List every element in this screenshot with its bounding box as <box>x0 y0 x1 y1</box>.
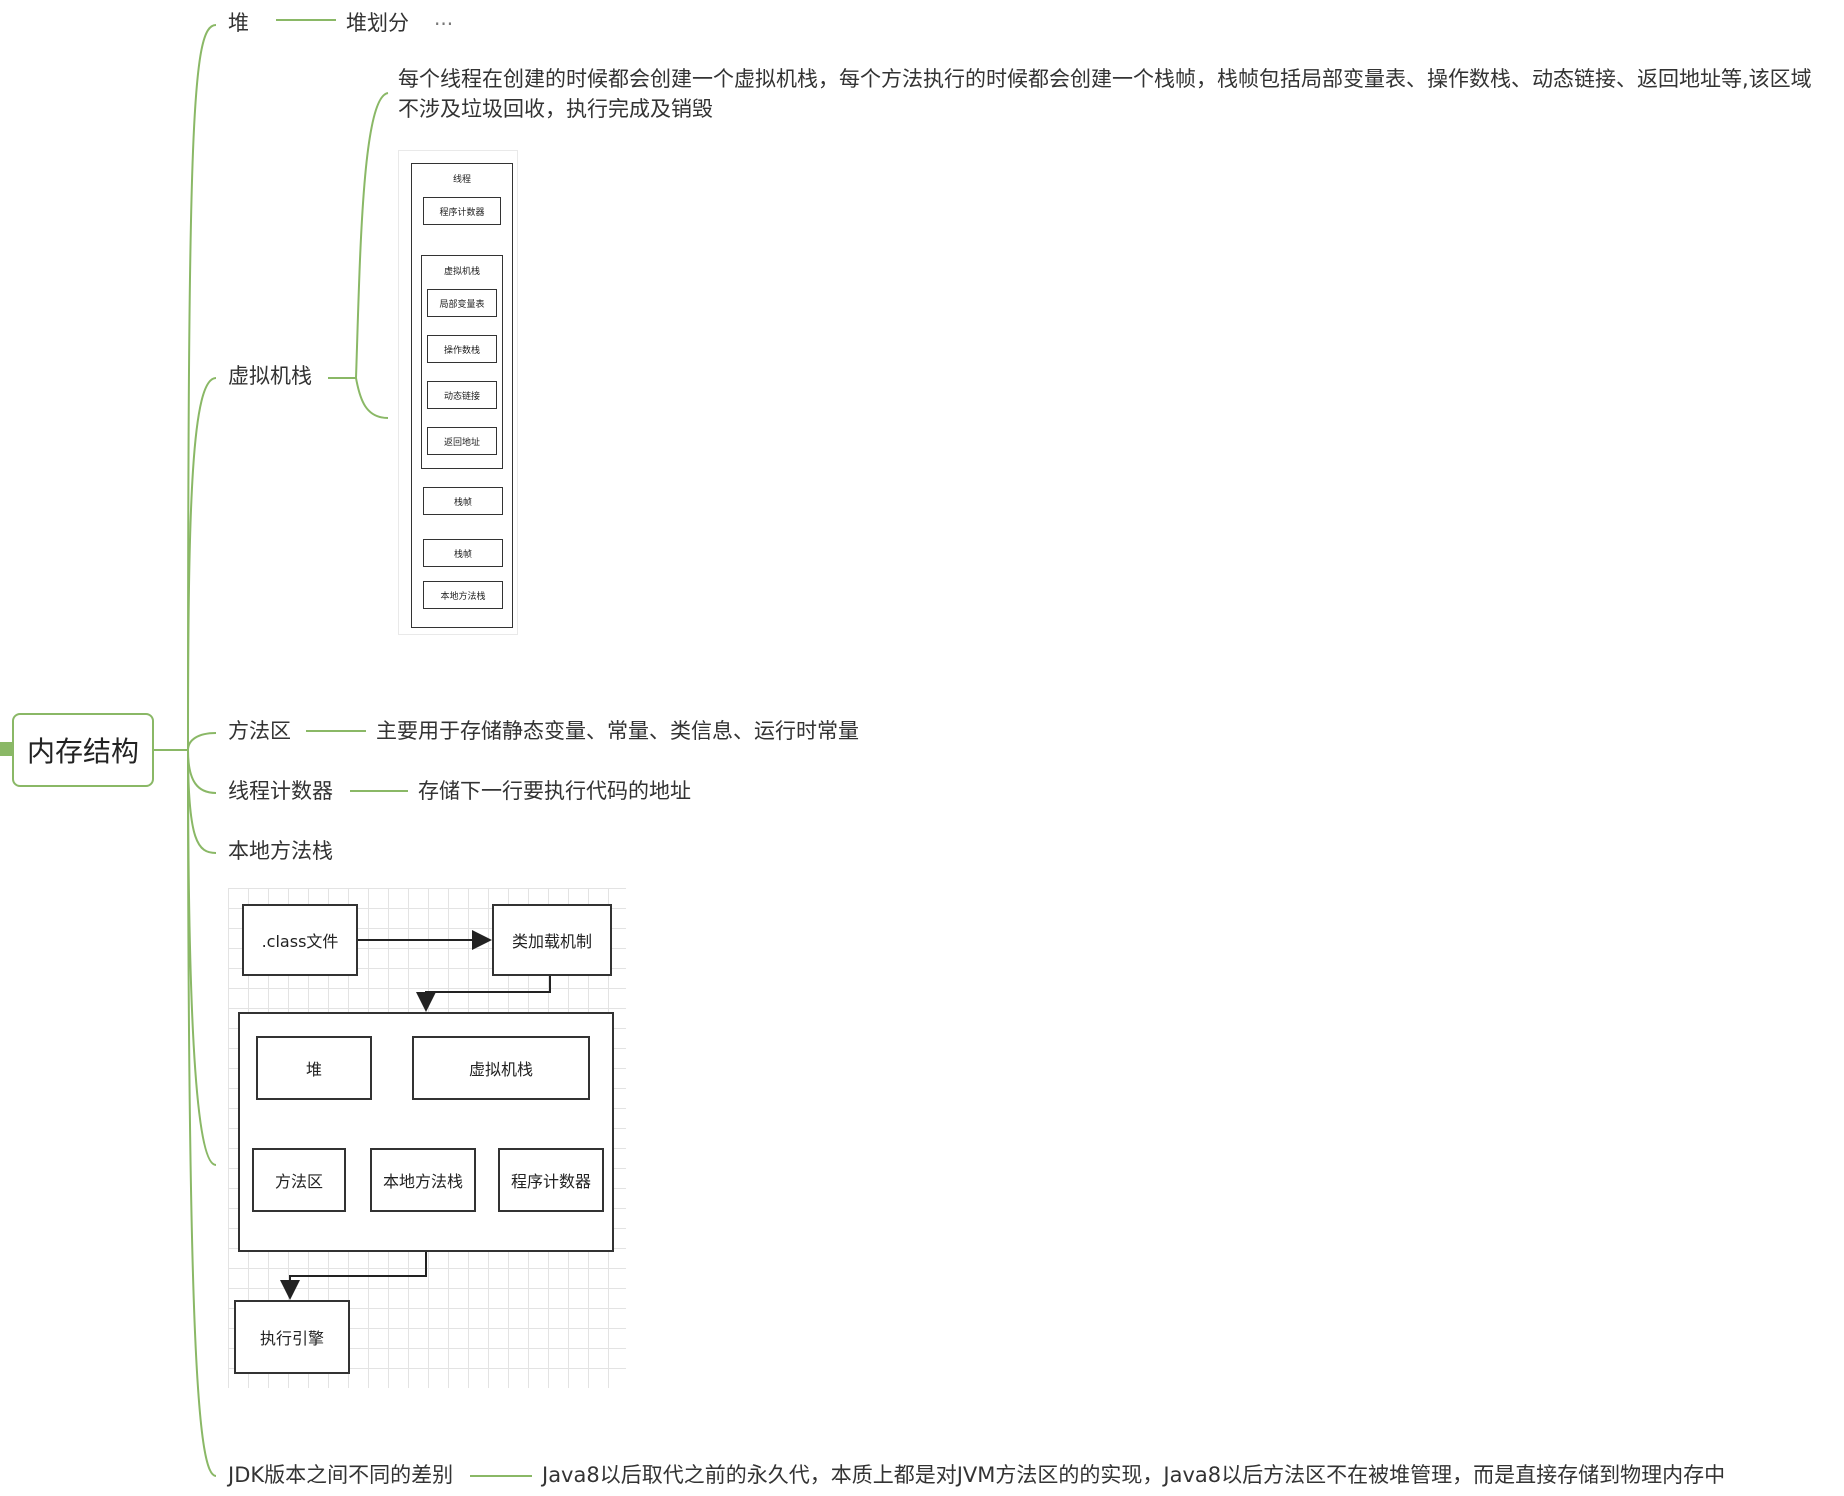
root-node[interactable]: 内存结构 <box>12 713 154 787</box>
vm-stack-label: 虚拟机栈 <box>443 267 480 277</box>
return-address-box: 返回地址 <box>427 427 497 455</box>
stack-frame-box: 栈帧 <box>423 487 503 515</box>
branch-method-area[interactable]: 方法区 <box>228 719 291 743</box>
operand-stack-box: 操作数栈 <box>427 335 497 363</box>
collapsed-more-icon[interactable]: ··· <box>434 12 454 36</box>
method-area-box: 方法区 <box>252 1148 346 1212</box>
stack-frame-box: 栈帧 <box>423 539 503 567</box>
thread-label: 线程 <box>452 175 471 185</box>
vm-stack-box: 虚拟机栈 <box>412 1036 590 1100</box>
branch-jdk-differences[interactable]: JDK版本之间不同的差别 <box>228 1463 454 1487</box>
branch-thread-counter[interactable]: 线程计数器 <box>228 779 333 803</box>
heap-box: 堆 <box>256 1036 372 1100</box>
heap-division-node[interactable]: 堆划分 <box>346 11 409 35</box>
flow-arrows <box>280 930 551 1300</box>
root-handle <box>0 742 12 756</box>
root-label: 内存结构 <box>26 735 139 768</box>
branch-heap[interactable]: 堆 <box>228 11 249 35</box>
class-loader-box: 类加载机制 <box>492 904 612 976</box>
local-vars-box: 局部变量表 <box>427 289 497 317</box>
jdk-differences-description[interactable]: Java8以后取代之前的永久代，本质上都是对JVM方法区的的实现，Java8以后… <box>542 1463 1726 1487</box>
execution-engine-box: 执行引擎 <box>234 1300 350 1374</box>
method-area-description[interactable]: 主要用于存储静态变量、常量、类信息、运行时常量 <box>376 719 859 743</box>
pc-box: 程序计数器 <box>423 197 501 225</box>
vm-stack-diagram-image[interactable]: 线程 程序计数器 虚拟机栈 局部变量表 操作数栈 动态链接 返回地址 栈帧 栈帧… <box>398 150 518 635</box>
branch-native-method-stack[interactable]: 本地方法栈 <box>228 839 333 863</box>
branch-vm-stack[interactable]: 虚拟机栈 <box>228 364 312 388</box>
jvm-structure-diagram-image[interactable]: .class文件 类加载机制 堆 虚拟机栈 方法区 本地方法栈 程序计数器 执行… <box>228 888 626 1388</box>
native-stack-box: 本地方法栈 <box>370 1148 476 1212</box>
native-stack-box: 本地方法栈 <box>423 581 503 609</box>
class-file-box: .class文件 <box>242 904 358 976</box>
vm-stack-description[interactable]: 每个线程在创建的时候都会创建一个虚拟机栈，每个方法执行的时候都会创建一个栈帧，栈… <box>398 67 1812 121</box>
program-counter-box: 程序计数器 <box>498 1148 604 1212</box>
thread-counter-description[interactable]: 存储下一行要执行代码的地址 <box>418 779 691 803</box>
dynamic-link-box: 动态链接 <box>427 381 497 409</box>
